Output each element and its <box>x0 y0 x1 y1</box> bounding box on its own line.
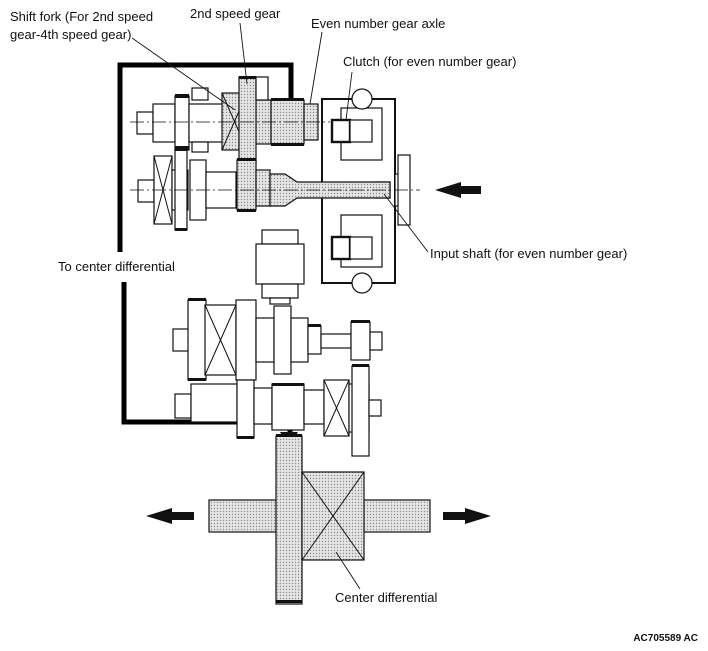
label-to-center-differential: To center differential <box>58 259 175 274</box>
label-center-differential: Center differential <box>335 590 437 605</box>
even-number-gear-axle <box>130 76 330 165</box>
idler-gear <box>255 229 305 305</box>
center-differential <box>208 434 431 605</box>
input-shaft <box>130 148 420 231</box>
label-second-speed-gear: 2nd speed gear <box>190 6 281 21</box>
label-even-number-gear-axle: Even number gear axle <box>311 16 445 31</box>
figure-code: AC705589 AC <box>633 633 698 644</box>
label-input-shaft: Input shaft (for even number gear) <box>430 246 627 261</box>
arrow-left-icon <box>435 182 481 198</box>
arrow-left-icon <box>146 508 194 524</box>
odd-shafts <box>172 298 383 457</box>
label-clutch: Clutch (for even number gear) <box>343 54 516 69</box>
label-shift-fork-line1: Shift fork (For 2nd speed <box>10 9 153 24</box>
label-shift-fork-line2: gear-4th speed gear) <box>10 27 131 42</box>
leader-lines <box>131 22 429 590</box>
arrow-right-icon <box>443 508 491 524</box>
clutch-assembly <box>321 88 411 294</box>
